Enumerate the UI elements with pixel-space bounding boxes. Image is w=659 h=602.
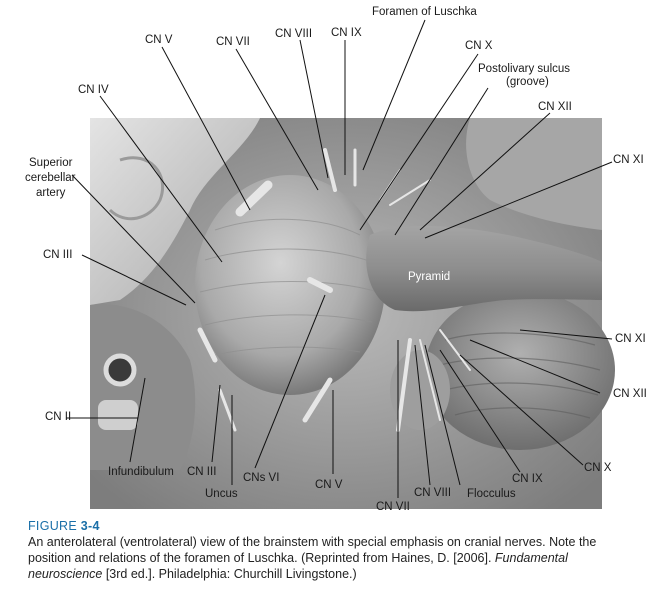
label-cn-iii-bottom: CN III [187,466,217,478]
label-foramen-luschka: Foramen of Luschka [372,6,477,18]
label-cn-viii-top: CN VIII [275,28,313,40]
label-postolivary-sulcus: Postolivary sulcus [478,63,571,75]
label-cn-ii: CN II [45,411,72,423]
label-cns-vi: CNs VI [243,472,280,484]
pyramid-shape [366,225,602,312]
label-cn-v-top: CN V [145,34,173,46]
label-flocculus: Flocculus [467,488,516,500]
label-cn-xi-top-right: CN XI [613,154,644,166]
caption-text: An anterolateral (ventrolateral) view of… [28,534,638,582]
brainstem-photo [66,19,615,509]
label-artery: artery [36,187,66,199]
label-cn-ix-bottom: CN IX [512,473,543,485]
label-cn-xii-right: CN XII [613,388,647,400]
figure: Foramen of Luschka CN V CN VII CN VIII C… [25,6,647,513]
figure-number: 3-4 [80,519,100,533]
optic-nerve-shape [98,400,138,430]
label-cn-x-top: CN X [465,40,493,52]
figure-label: FIGURE 3-4 [28,519,638,533]
label-cn-v-bottom: CN V [315,479,343,491]
leader-lines [66,19,613,498]
label-cn-ix-top: CN IX [331,27,362,39]
label-cn-iii-left: CN III [43,249,73,261]
label-cn-iv: CN IV [78,84,109,96]
label-infundibulum: Infundibulum [108,466,174,478]
label-cn-xi-bottom-right: CN XI [615,333,646,345]
label-cn-viii-bottom: CN VIII [414,487,452,499]
label-groove: (groove) [506,76,549,88]
upper-right-tissue [466,118,602,230]
label-cn-xii-top: CN XII [538,101,572,113]
label-cerebellar: cerebellar [25,172,76,184]
figure-caption: FIGURE 3-4 An anterolateral (ventrolater… [28,519,638,582]
label-cn-vii-bottom: CN VII [376,501,410,513]
temporal-lobe [90,118,260,305]
temporal-fold [108,156,165,221]
label-cn-x-bottom: CN X [584,462,612,474]
pons-striations [199,218,379,356]
vessel-ring [103,353,137,387]
caption-text-part-2: [3rd ed.]. Philadelphia: Churchill Livin… [102,567,357,581]
cerebellum [425,290,615,450]
label-pyramid: Pyramid [408,271,451,283]
label-superior: Superior [29,157,73,169]
label-uncus: Uncus [205,488,238,500]
figure-word: FIGURE [28,519,81,533]
label-cn-vii-top: CN VII [216,36,250,48]
caption-text-part-1: An anterolateral (ventrolateral) view of… [28,535,597,565]
pons [195,175,385,395]
caption-book-title: Fundamental neuroscience [28,551,568,581]
